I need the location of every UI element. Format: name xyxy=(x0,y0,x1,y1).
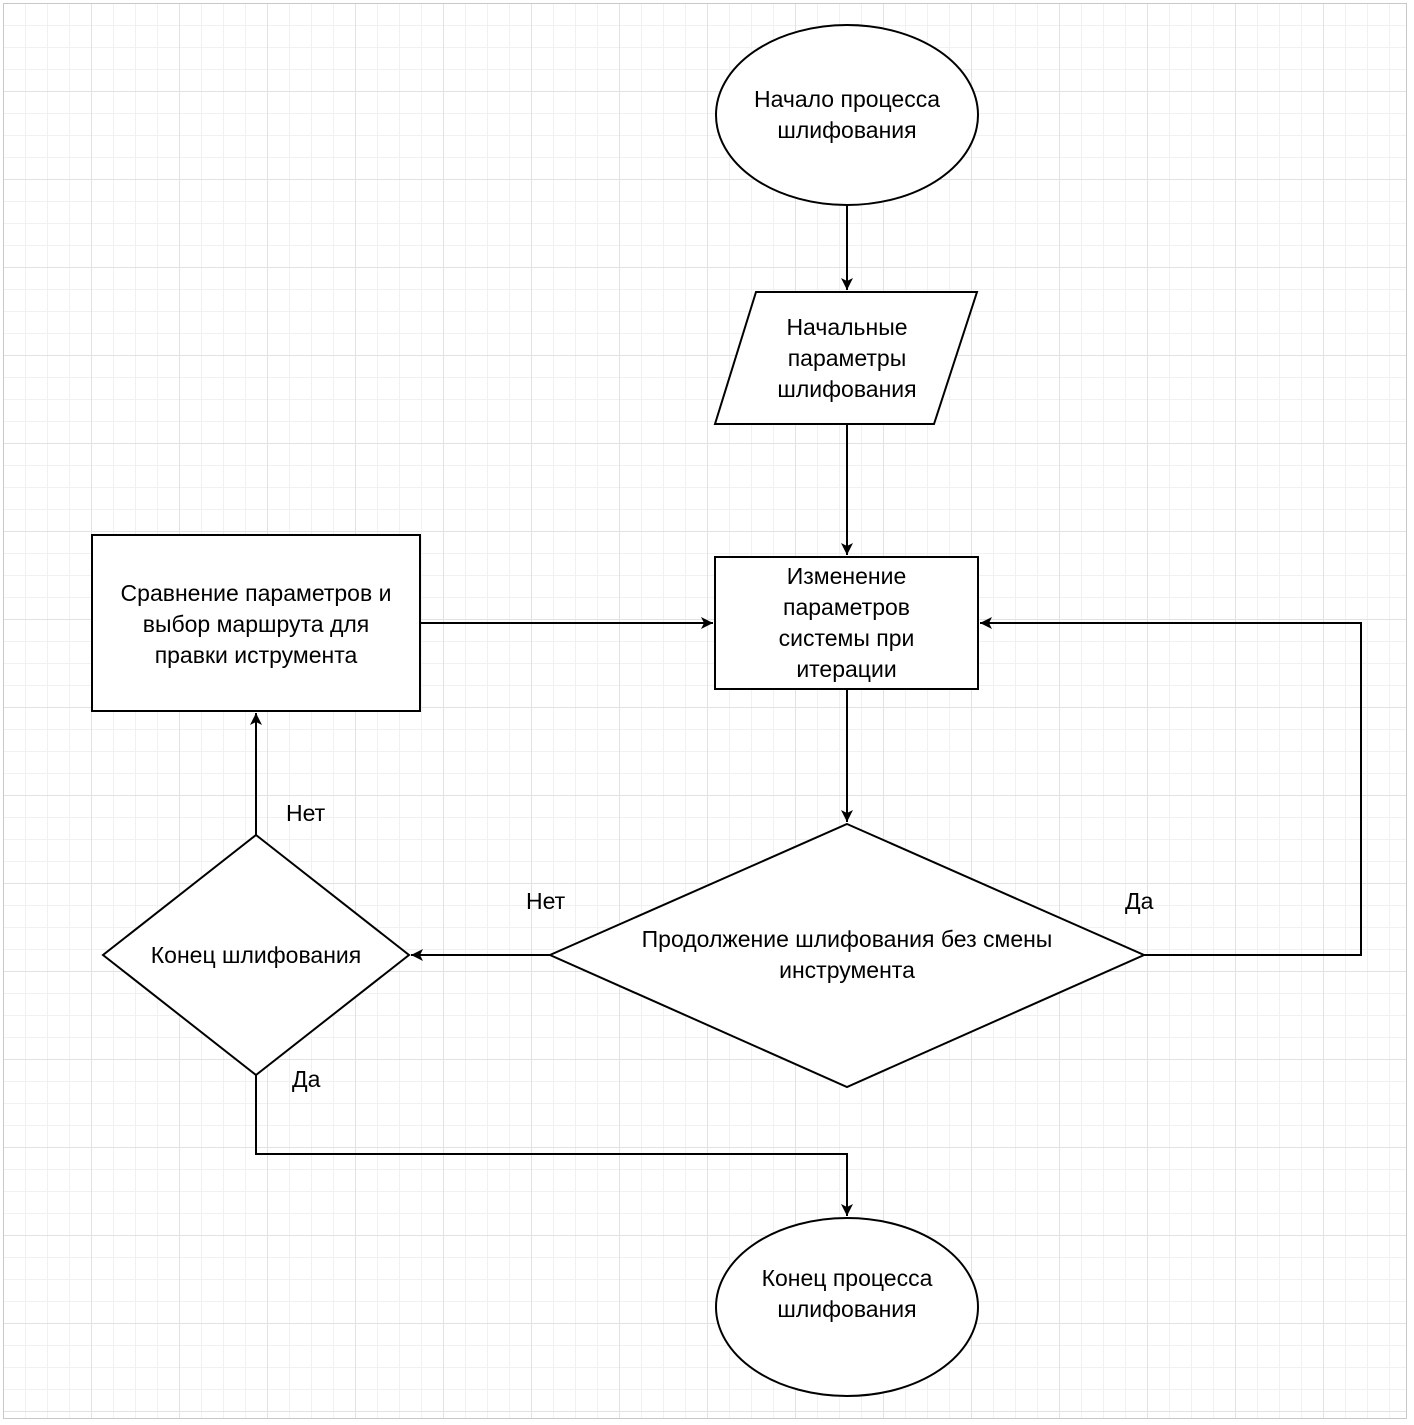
continue-no-label: Нет xyxy=(526,888,566,914)
continue-yes-label: Да xyxy=(1125,888,1154,914)
start-label: Начало процесса шлифования xyxy=(753,86,941,143)
input-parallelogram[interactable] xyxy=(713,291,979,425)
flowchart xyxy=(91,24,1362,1397)
change-params-label: Изменение параметров системы при итераци… xyxy=(778,563,915,682)
end-label: Конец процесса шлифования xyxy=(761,1265,933,1322)
end-ellipse[interactable] xyxy=(715,1217,979,1397)
edge-end-yes-to-end xyxy=(255,1075,853,1216)
change-params-box[interactable] xyxy=(714,556,979,690)
continue-diamond[interactable] xyxy=(547,822,1147,1089)
end-yes-label: Да xyxy=(292,1066,321,1092)
diagram-canvas: Начало процесса шлифования Начальные пар… xyxy=(3,3,1407,1419)
end-decision-label: Конец шлифования xyxy=(150,942,362,968)
input-params-label: Начальные параметры шлифования xyxy=(777,314,917,402)
compare-label: Сравнение параметров и выбор маршрута дл… xyxy=(120,580,392,668)
continue-decision-label: Продолжение шлифования без смены инструм… xyxy=(641,926,1053,983)
end-no-label: Нет xyxy=(286,800,326,826)
edge-continue-yes-loop xyxy=(980,617,1362,956)
